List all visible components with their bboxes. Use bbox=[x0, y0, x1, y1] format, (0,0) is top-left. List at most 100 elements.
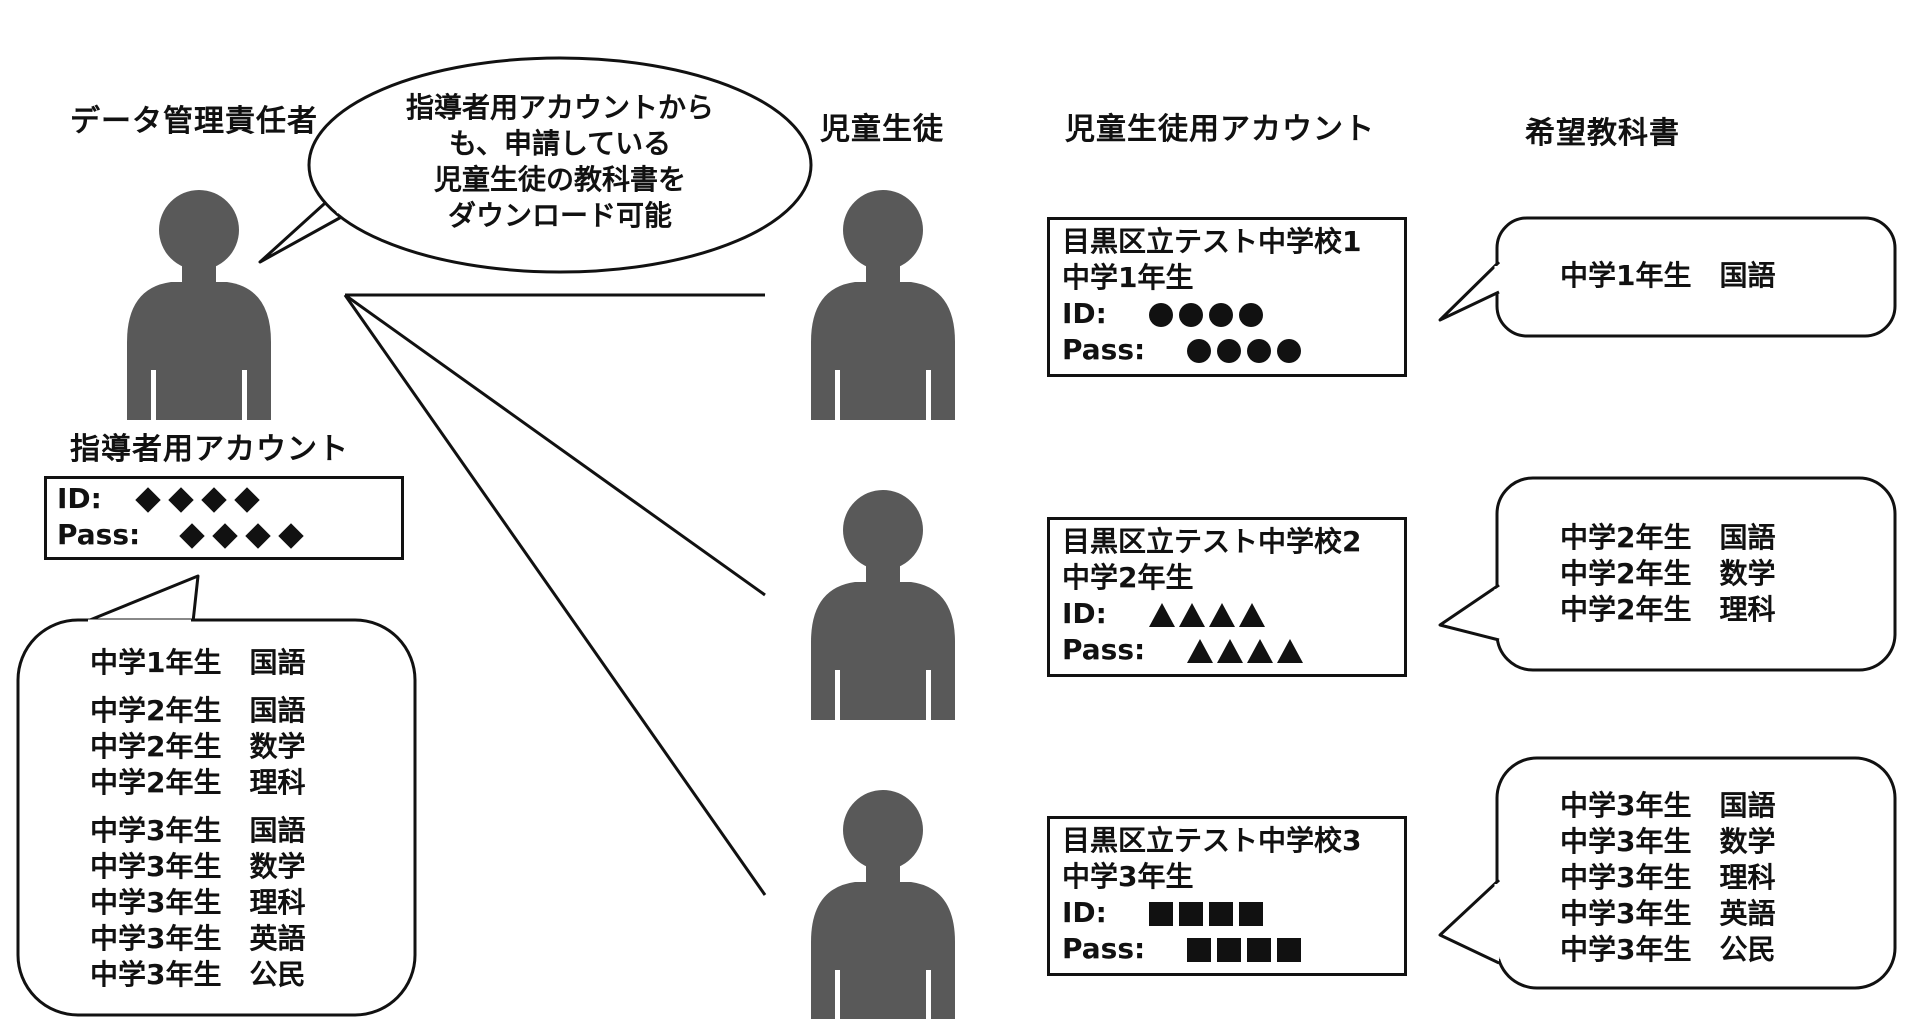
student-3-textbooks-callout-shape bbox=[1438, 756, 1897, 990]
instructor-account-header: 指導者用アカウント bbox=[70, 432, 349, 467]
textbook-item: 中学3年生 国語 bbox=[90, 814, 306, 847]
students-header: 児童生徒 bbox=[820, 112, 944, 147]
textbook-item: 中学3年生 数学 bbox=[1560, 825, 1776, 858]
circle-mask-symbol bbox=[1246, 339, 1271, 363]
circle-mask-symbol bbox=[1276, 339, 1301, 363]
square-mask-symbol bbox=[1246, 938, 1271, 962]
triangle-mask-symbol bbox=[1276, 639, 1303, 663]
student-accounts-header: 児童生徒用アカウント bbox=[1065, 112, 1375, 147]
grade: 中学3年生 bbox=[1062, 860, 1194, 893]
instructor-textbooks-callout-shape bbox=[16, 574, 417, 1017]
circle-mask-symbol bbox=[1178, 303, 1203, 327]
circle-mask-symbol bbox=[1216, 339, 1241, 363]
triangle-mask-symbol bbox=[1178, 603, 1205, 627]
connection-lines bbox=[343, 293, 767, 896]
pass-masked-symbols bbox=[1186, 633, 1307, 666]
circle-mask-symbol bbox=[1186, 339, 1211, 363]
textbook-group: 中学3年生 国語 中学3年生 数学 中学3年生 理科 中学3年生 英語 中学3年… bbox=[90, 813, 305, 993]
student-3-person-icon bbox=[811, 790, 955, 1019]
instructor-textbooks-list: 中学1年生 国語 中学2年生 国語 中学2年生 数学 中学2年生 理科 中学3年… bbox=[90, 645, 305, 1005]
square-mask-symbol bbox=[1216, 938, 1241, 962]
desired-textbooks-header: 希望教科書 bbox=[1525, 116, 1680, 151]
student-2-person-icon bbox=[811, 490, 955, 720]
data-manager-header: データ管理責任者 bbox=[70, 104, 318, 139]
triangle-mask-symbol bbox=[1238, 603, 1265, 627]
instructor-account-box: ID: Pass: bbox=[44, 476, 404, 560]
id-label: ID: bbox=[1062, 896, 1107, 929]
pass-label: Pass: bbox=[57, 518, 141, 551]
textbook-item: 中学1年生 国語 bbox=[90, 646, 306, 679]
id-masked-symbols bbox=[1148, 297, 1269, 330]
pass-masked-symbols bbox=[178, 518, 310, 551]
school-name: 目黒区立テスト中学校2 bbox=[1062, 525, 1362, 558]
diamond-mask-symbol bbox=[233, 487, 260, 513]
speech-line: 指導者用アカウントから bbox=[405, 91, 714, 124]
textbook-item: 中学2年生 数学 bbox=[1560, 557, 1776, 590]
textbook-item: 中学2年生 国語 bbox=[90, 694, 306, 727]
triangle-mask-symbol bbox=[1148, 603, 1175, 627]
id-row: ID: bbox=[1062, 296, 1404, 332]
textbook-item: 中学2年生 理科 bbox=[90, 766, 306, 799]
textbook-group: 中学2年生 国語 中学2年生 数学 中学2年生 理科 bbox=[90, 693, 305, 801]
grade: 中学2年生 bbox=[1062, 561, 1194, 594]
pass-label: Pass: bbox=[1062, 932, 1146, 965]
grade: 中学1年生 bbox=[1062, 261, 1194, 294]
textbook-item: 中学3年生 国語 bbox=[1560, 789, 1776, 822]
textbook-item: 中学3年生 公民 bbox=[90, 958, 306, 991]
student-1-textbooks-callout-shape bbox=[1438, 216, 1897, 338]
pass-masked-symbols bbox=[1186, 932, 1307, 965]
id-label: ID: bbox=[57, 482, 102, 515]
textbook-item: 中学2年生 国語 bbox=[1560, 521, 1776, 554]
student-1-textbooks-list: 中学1年生 国語 bbox=[1560, 258, 1775, 294]
id-masked-symbols bbox=[134, 482, 266, 515]
circle-mask-symbol bbox=[1208, 303, 1233, 327]
student-account-box-1: 目黒区立テスト中学校1 中学1年生 ID: Pass: bbox=[1047, 217, 1407, 377]
textbook-item: 中学1年生 国語 bbox=[1560, 259, 1776, 292]
speech-bubble-shape bbox=[258, 56, 813, 274]
square-mask-symbol bbox=[1148, 902, 1173, 926]
diamond-mask-symbol bbox=[245, 523, 271, 549]
student-1-person-icon bbox=[811, 190, 955, 420]
student-account-box-2: 目黒区立テスト中学校2 中学2年生 ID: Pass: bbox=[1047, 517, 1407, 677]
square-mask-symbol bbox=[1238, 902, 1263, 926]
circle-mask-symbol bbox=[1238, 303, 1263, 327]
pass-row: Pass: bbox=[1062, 931, 1404, 967]
student-2-textbooks-callout-shape bbox=[1438, 476, 1897, 672]
textbook-item: 中学3年生 英語 bbox=[1560, 897, 1776, 930]
id-masked-symbols bbox=[1148, 597, 1269, 630]
pass-label: Pass: bbox=[1062, 333, 1146, 366]
textbook-item: 中学2年生 数学 bbox=[90, 730, 306, 763]
student-3-textbooks-list: 中学3年生 国語 中学3年生 数学 中学3年生 理科 中学3年生 英語 中学3年… bbox=[1560, 788, 1775, 968]
id-label: ID: bbox=[1062, 297, 1107, 330]
square-mask-symbol bbox=[1276, 938, 1301, 962]
circle-mask-symbol bbox=[1148, 303, 1173, 327]
square-mask-symbol bbox=[1208, 902, 1233, 926]
diamond-mask-symbol bbox=[134, 487, 161, 513]
square-mask-symbol bbox=[1186, 938, 1211, 962]
textbook-item: 中学3年生 数学 bbox=[90, 850, 306, 883]
diamond-mask-symbol bbox=[179, 523, 205, 549]
pass-row: Pass: bbox=[1062, 332, 1404, 368]
speech-line: ダウンロード可能 bbox=[447, 199, 672, 232]
id-row: ID: bbox=[1062, 895, 1404, 931]
school-name: 目黒区立テスト中学校1 bbox=[1062, 225, 1362, 258]
pass-row: Pass: bbox=[1062, 632, 1404, 668]
speech-line: も、申請している bbox=[448, 127, 672, 160]
id-masked-symbols bbox=[1148, 896, 1269, 929]
triangle-mask-symbol bbox=[1216, 639, 1243, 663]
pass-masked-symbols bbox=[1186, 333, 1307, 366]
student-account-box-3: 目黒区立テスト中学校3 中学3年生 ID: Pass: bbox=[1047, 816, 1407, 976]
speech-bubble: 指導者用アカウントから も、申請している 児童生徒の教科書を ダウンロード可能 bbox=[340, 90, 780, 234]
textbook-item: 中学2年生 理科 bbox=[1560, 593, 1776, 626]
textbook-item: 中学3年生 公民 bbox=[1560, 933, 1776, 966]
diamond-mask-symbol bbox=[167, 487, 194, 513]
instructor-pass-row: Pass: bbox=[57, 517, 401, 553]
square-mask-symbol bbox=[1178, 902, 1203, 926]
diamond-mask-symbol bbox=[278, 523, 304, 549]
triangle-mask-symbol bbox=[1186, 639, 1213, 663]
school-name: 目黒区立テスト中学校3 bbox=[1062, 824, 1362, 857]
pass-label: Pass: bbox=[1062, 633, 1146, 666]
triangle-mask-symbol bbox=[1208, 603, 1235, 627]
textbook-item: 中学3年生 英語 bbox=[90, 922, 306, 955]
